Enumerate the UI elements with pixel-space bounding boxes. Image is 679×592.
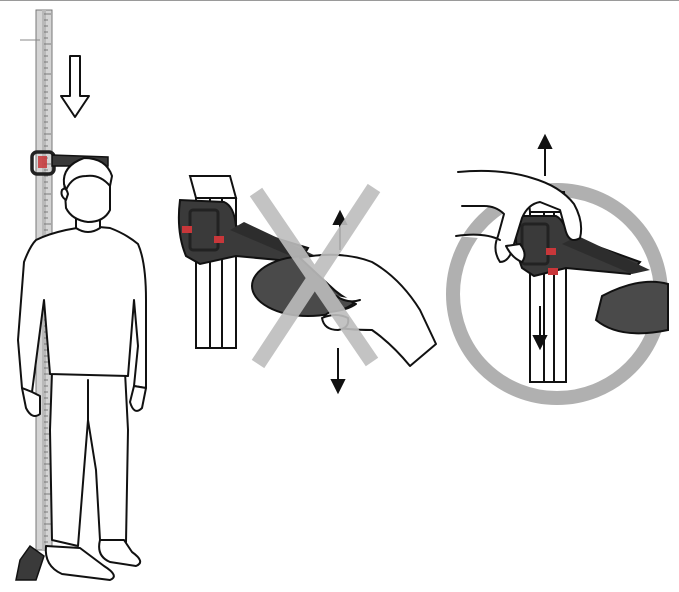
- stadiometer-base: [16, 546, 44, 580]
- correct-grip-panel: [453, 136, 668, 398]
- top-border-line: [0, 0, 679, 1]
- person-measurement-panel: [16, 10, 146, 580]
- incorrect-grip-panel: [179, 176, 436, 392]
- hollow-down-arrow-icon: [61, 56, 89, 117]
